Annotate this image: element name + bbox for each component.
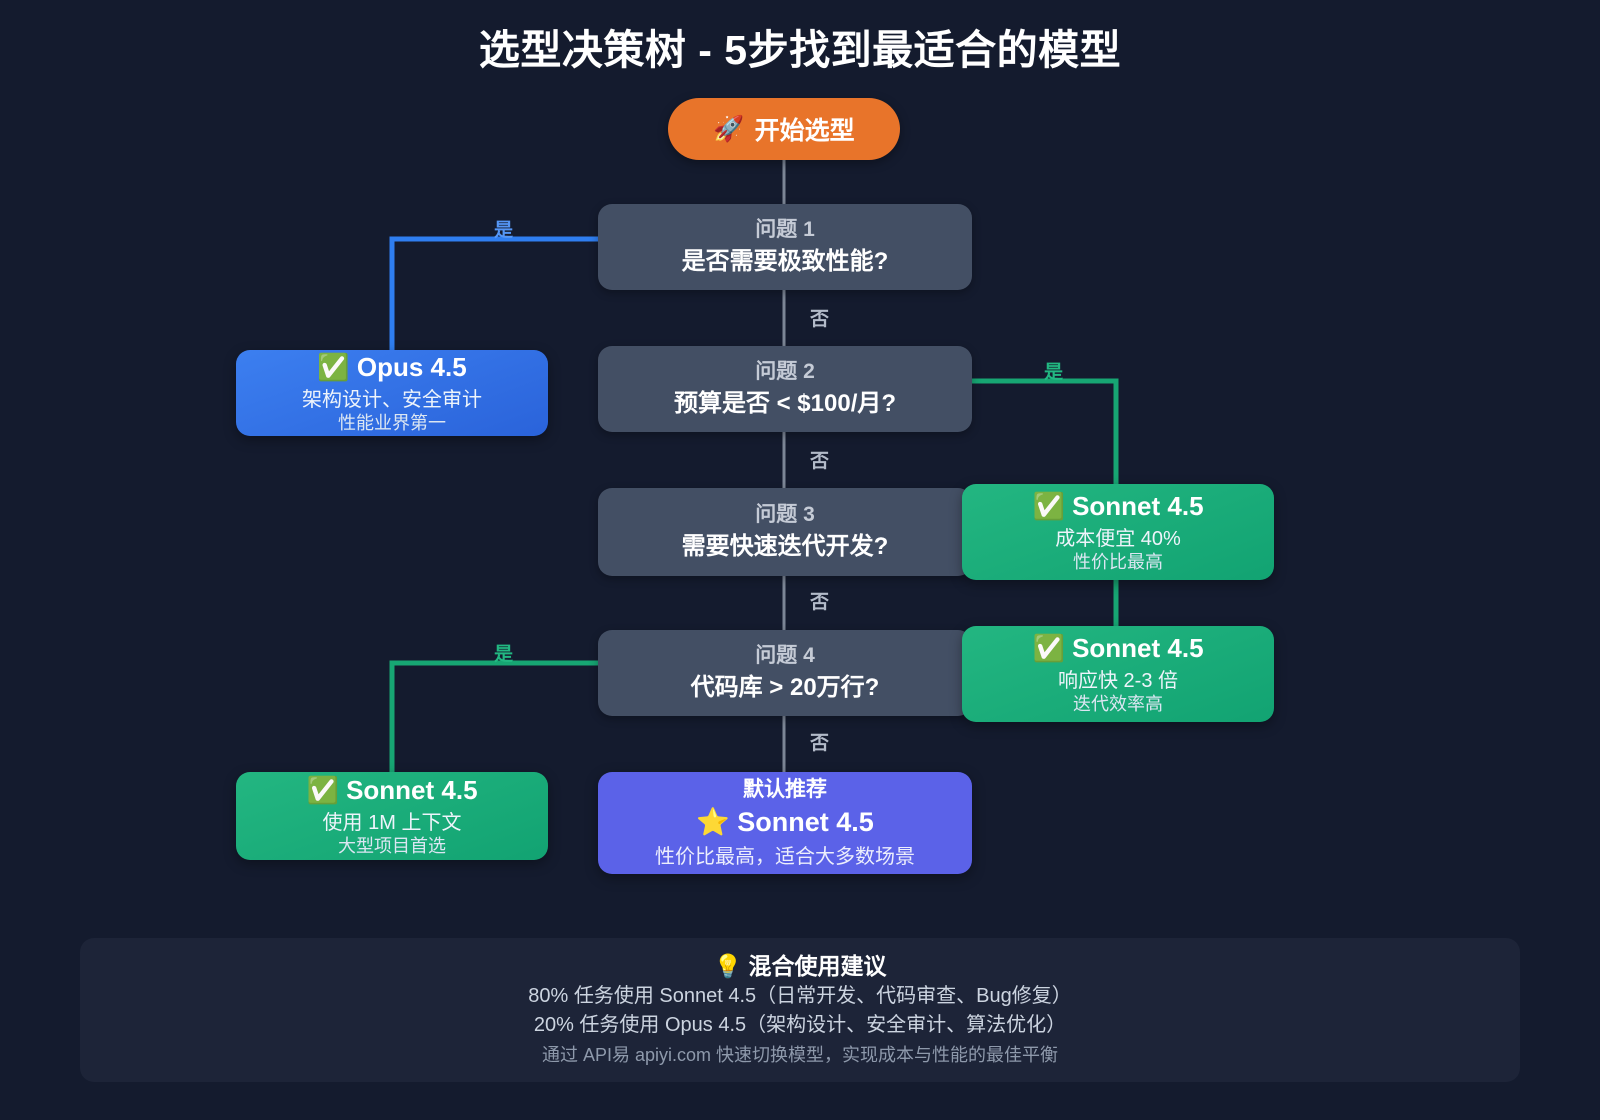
- result-sonnet-context-title: Sonnet 4.5: [346, 774, 478, 805]
- light-bulb-icon: 💡: [713, 953, 743, 980]
- footer-title: 混合使用建议: [748, 953, 887, 980]
- result-opus-line2: 性能业界第一: [338, 413, 446, 434]
- result-sonnet-budget-line2: 性价比最高: [1073, 552, 1163, 573]
- result-sonnet-budget-title: Sonnet 4.5: [1072, 490, 1204, 521]
- page-title: 选型决策树 - 5步找到最适合的模型: [478, 27, 1122, 73]
- question-node-2[interactable]: 问题 2 预算是否 < $100/月?: [598, 346, 972, 432]
- start-node[interactable]: 🚀 开始选型: [668, 98, 900, 160]
- edge-label-q1-yes: 是: [494, 220, 514, 241]
- edge-label-q4-no: 否: [810, 733, 830, 754]
- result-node-sonnet-context[interactable]: ✅ Sonnet 4.5 使用 1M 上下文 大型项目首选: [236, 772, 548, 860]
- result-sonnet-speed-line2: 迭代效率高: [1073, 694, 1163, 715]
- result-sonnet-speed-line1: 响应快 2-3 倍: [1057, 669, 1179, 692]
- default-kicker: 默认推荐: [743, 777, 827, 801]
- check-mark-button-icon: ✅: [317, 351, 350, 382]
- question-3-text: 需要快速迭代开发?: [681, 532, 889, 560]
- result-sonnet-budget-line1: 成本便宜 40%: [1055, 527, 1181, 550]
- star-icon: ⭐: [696, 807, 730, 838]
- question-node-3[interactable]: 问题 3 需要快速迭代开发?: [598, 488, 972, 576]
- question-1-text: 是否需要极致性能?: [681, 247, 889, 275]
- check-mark-button-icon: ✅: [1032, 490, 1065, 521]
- start-node-label: 开始选型: [754, 117, 855, 145]
- result-opus-title: Opus 4.5: [356, 351, 467, 382]
- question-2-text: 预算是否 < $100/月?: [673, 389, 897, 417]
- question-4-text: 代码库 > 20万行?: [690, 673, 880, 701]
- question-node-4[interactable]: 问题 4 代码库 > 20万行?: [598, 630, 972, 716]
- footer-line-2: 20% 任务使用 Opus 4.5（架构设计、安全审计、算法优化）: [533, 1014, 1067, 1037]
- rocket-icon: 🚀: [713, 114, 745, 143]
- question-3-id: 问题 3: [755, 502, 815, 526]
- result-node-sonnet-budget[interactable]: ✅ Sonnet 4.5 成本便宜 40% 性价比最高: [962, 484, 1274, 580]
- footer-panel: 💡 混合使用建议 80% 任务使用 Sonnet 4.5（日常开发、代码审查、B…: [80, 938, 1520, 1082]
- edge-label-q2-yes: 是: [1044, 362, 1064, 383]
- question-node-1[interactable]: 问题 1 是否需要极致性能?: [598, 204, 972, 290]
- footer-line-1: 80% 任务使用 Sonnet 4.5（日常开发、代码审查、Bug修复）: [528, 985, 1072, 1008]
- edge-label-q2-no: 否: [810, 451, 830, 472]
- result-sonnet-context-line2: 大型项目首选: [338, 836, 446, 857]
- default-title: Sonnet 4.5: [737, 807, 874, 838]
- edge-label-q1-no: 否: [810, 309, 830, 330]
- question-4-id: 问题 4: [755, 643, 815, 667]
- footer-note: 通过 API易 apiyi.com 快速切换模型，实现成本与性能的最佳平衡: [541, 1045, 1059, 1066]
- result-node-default[interactable]: 默认推荐 ⭐ Sonnet 4.5 性价比最高，适合大多数场景: [598, 772, 972, 874]
- check-mark-button-icon: ✅: [306, 774, 339, 805]
- result-opus-line1: 架构设计、安全审计: [302, 388, 482, 411]
- default-subtitle: 性价比最高，适合大多数场景: [655, 846, 915, 869]
- check-mark-button-icon: ✅: [1032, 632, 1065, 663]
- question-1-id: 问题 1: [755, 217, 815, 241]
- result-sonnet-speed-title: Sonnet 4.5: [1072, 632, 1204, 663]
- edge-label-q3-no: 否: [810, 592, 830, 613]
- result-node-opus[interactable]: ✅ Opus 4.5 架构设计、安全审计 性能业界第一: [236, 350, 548, 436]
- result-sonnet-context-line1: 使用 1M 上下文: [322, 811, 462, 834]
- edge-label-q4-yes: 是: [494, 644, 514, 665]
- result-node-sonnet-speed[interactable]: ✅ Sonnet 4.5 响应快 2-3 倍 迭代效率高: [962, 626, 1274, 722]
- question-2-id: 问题 2: [755, 359, 815, 383]
